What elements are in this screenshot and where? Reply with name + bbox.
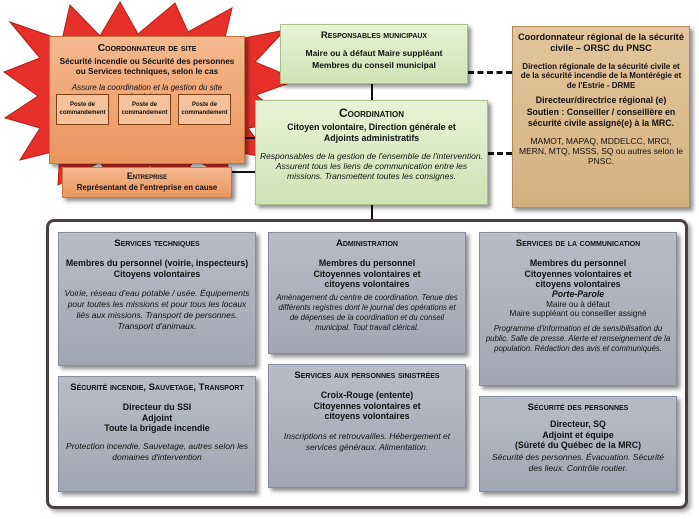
fire-safety-line3: Toute la brigade incendie bbox=[104, 422, 210, 433]
enterprise-line1: Représentant de l'entreprise en cause bbox=[76, 183, 218, 193]
communication-line5: Maire suppléant ou conseiller assigné bbox=[509, 309, 647, 319]
communication-desc: Programme d'information et de sensibilis… bbox=[485, 324, 671, 353]
communication-line3: citoyens volontaires bbox=[535, 278, 621, 289]
regional-direction: Direction régionale de la sécurité civil… bbox=[520, 61, 682, 90]
public-safety-desc: Sécurité des personnes. Évacuation. Sécu… bbox=[492, 452, 664, 473]
public-safety-box: Sécurité des personnes Directeur, SQ Adj… bbox=[479, 396, 677, 492]
administration-desc: Aménagement du centre de coordination. T… bbox=[276, 293, 458, 332]
technical-services-title: Services techniques bbox=[114, 238, 200, 249]
enterprise-box: Entreprise Représentant de l'entreprise … bbox=[62, 167, 232, 198]
municipal-line2: Membres du conseil municipal bbox=[312, 60, 436, 71]
site-coordinator-line2: ou Services techniques, selon le cas bbox=[75, 67, 219, 77]
disaster-victims-line3: citoyens volontaires bbox=[324, 410, 410, 421]
administration-line2: Citoyennes volontaires et bbox=[313, 268, 421, 279]
regional-title: Coordonnateur régional de la sécurité ci… bbox=[518, 32, 684, 53]
communication-line1: Membres du personnel bbox=[529, 258, 627, 269]
technical-services-box: Services techniques Membres du personnel… bbox=[58, 232, 256, 366]
coordination-line1: Citoyen volontaire, Direction générale e… bbox=[287, 122, 456, 133]
technical-services-line1: Membres du personnel (voirie, inspecteur… bbox=[65, 258, 249, 269]
communication-spokesperson: Porte-Parole bbox=[551, 289, 605, 300]
fire-safety-title: Sécurité incendie, Sauvetage, Transport bbox=[70, 382, 244, 393]
enterprise-title: Entreprise bbox=[126, 171, 168, 181]
technical-services-line2: Citoyens volontaires bbox=[113, 268, 201, 279]
disaster-victims-box: Services aux personnes sinistrées Croix-… bbox=[268, 364, 466, 488]
coordination-line2: Adjoints administratifs bbox=[323, 132, 420, 143]
technical-services-desc: Voirie, réseau d'eau potable / usée. Équ… bbox=[64, 287, 250, 331]
dashed-link-coordination-regional bbox=[488, 152, 512, 155]
municipal-box: Responsables municipaux Maire ou à défau… bbox=[280, 24, 468, 84]
site-coordinator-title: Coordonnateur de site bbox=[97, 42, 197, 54]
regional-ministries: MAMOT, MAPAQ, MDDELCC, MRCI, MERN, MTQ, … bbox=[519, 136, 683, 167]
regional-director: Directeur/directrice régional (e) bbox=[535, 95, 667, 106]
coordination-box: Coordination Citoyen volontaire, Directi… bbox=[255, 100, 488, 205]
communication-line2: Citoyennes volontaires et bbox=[524, 268, 632, 279]
fire-safety-box: Sécurité incendie, Sauvetage, Transport … bbox=[58, 376, 256, 492]
communication-line4: Maire ou à défaut bbox=[546, 299, 610, 309]
dashed-link-municipal-regional bbox=[468, 71, 512, 74]
administration-box: Administration Membres du personnel Cito… bbox=[268, 232, 466, 354]
fire-safety-desc: Protection incendie. Sauvetage, autres s… bbox=[66, 441, 248, 462]
public-safety-line3: (Sûreté du Québec de la MRC) bbox=[514, 439, 642, 450]
site-coordinator-line1: Sécurité incendie ou Sécurité des person… bbox=[59, 57, 235, 67]
disaster-victims-desc: Inscriptions et retrouvailles. Hébergeme… bbox=[283, 431, 451, 453]
public-safety-title: Sécurité des personnes bbox=[527, 402, 629, 413]
coordination-desc: Responsables de la gestion de l'ensemble… bbox=[260, 150, 483, 181]
public-safety-line1: Directeur, SQ bbox=[550, 419, 606, 430]
command-post-2: Poste de commandement bbox=[118, 94, 171, 125]
administration-line1: Membres du personnel bbox=[318, 258, 416, 269]
municipal-line1: Maire ou à défaut Maire suppléant bbox=[305, 48, 443, 59]
communication-box: Services de la communication Membres du … bbox=[479, 232, 677, 386]
command-post-1: Poste de commandement bbox=[56, 94, 109, 125]
command-post-3: Poste de commandement bbox=[178, 94, 231, 125]
municipal-title: Responsables municipaux bbox=[320, 30, 428, 41]
communication-title: Services de la communication bbox=[515, 238, 641, 249]
disaster-victims-title: Services aux personnes sinistrées bbox=[294, 370, 440, 381]
regional-coordinator-box: Coordonnateur régional de la sécurité ci… bbox=[512, 26, 690, 208]
administration-title: Administration bbox=[336, 238, 398, 249]
fire-safety-line2: Adjoint bbox=[141, 412, 173, 423]
regional-support: Soutien : Conseiller / conseillère en sé… bbox=[526, 107, 676, 128]
administration-line3: citoyens volontaires bbox=[324, 278, 410, 289]
coordination-title: Coordination bbox=[339, 106, 404, 120]
disaster-victims-line2: Citoyennes volontaires et bbox=[313, 400, 421, 411]
public-safety-line2: Adjoint et équipe bbox=[542, 429, 614, 440]
disaster-victims-line1: Croix-Rouge (entente) bbox=[320, 390, 414, 401]
fire-safety-line1: Directeur du SSI bbox=[122, 402, 192, 413]
